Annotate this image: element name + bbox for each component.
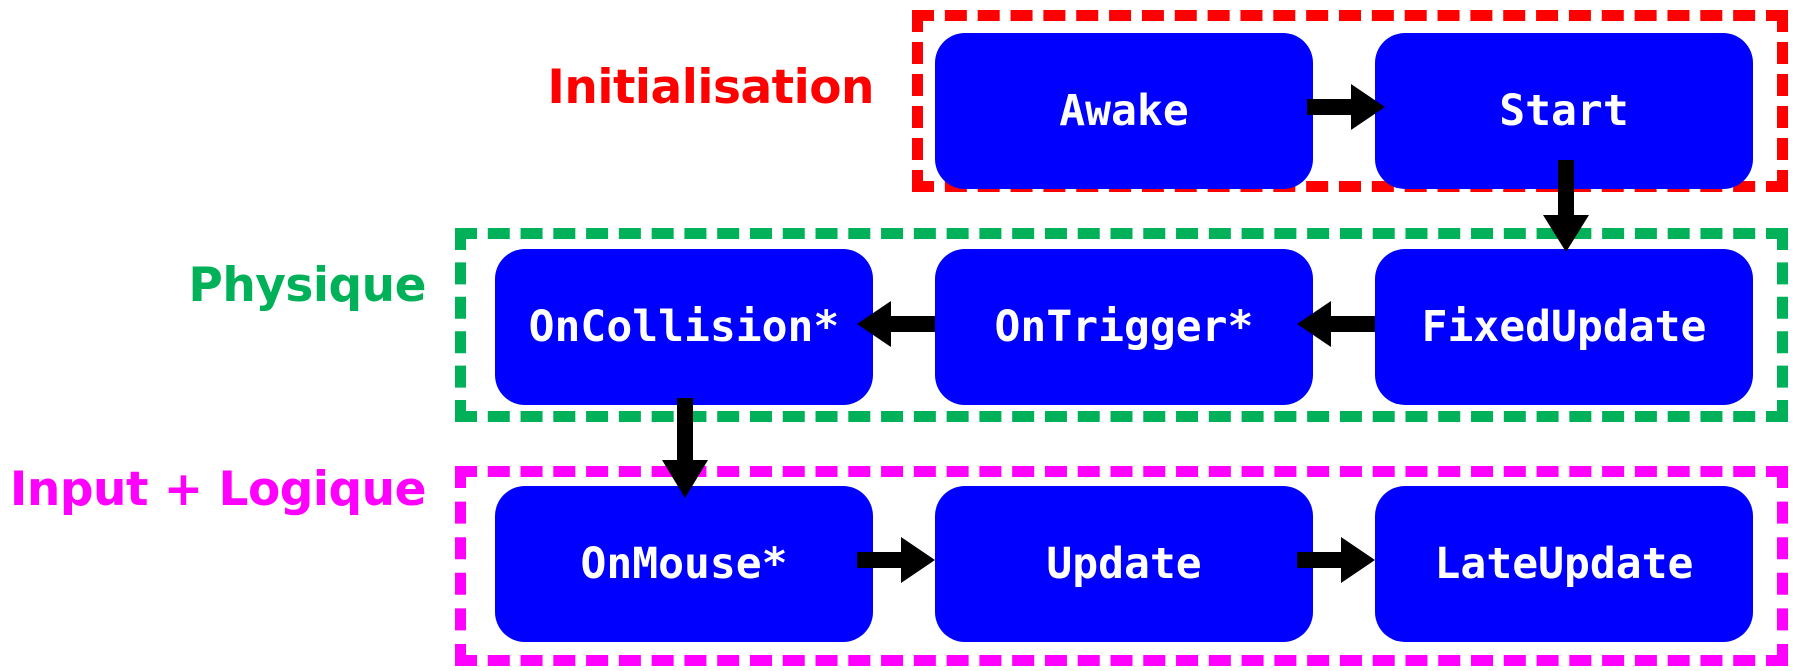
node-lateupdate[interactable]: LateUpdate [1375, 486, 1753, 642]
group-box-initialisation [912, 10, 1788, 192]
group-label-input-logique: Input + Logique [9, 462, 427, 517]
group-label-physique: Physique [188, 258, 426, 313]
node-update[interactable]: Update [935, 486, 1313, 642]
arrow-oncollision-to-onmouse [662, 398, 708, 498]
arrow-update-to-lateupdate [1297, 537, 1375, 583]
node-fixedupdate[interactable]: FixedUpdate [1375, 249, 1753, 405]
arrow-start-to-fixedupdate [1543, 160, 1589, 252]
group-label-initialisation: Initialisation [547, 60, 874, 115]
group-box-input-logique [455, 466, 1788, 666]
node-awake[interactable]: Awake [935, 33, 1313, 189]
arrow-ontrigger-to-oncollision [857, 301, 935, 347]
arrow-awake-to-start [1307, 84, 1385, 130]
node-ontrigger[interactable]: OnTrigger* [935, 249, 1313, 405]
group-box-physique [455, 228, 1788, 422]
node-onmouse[interactable]: OnMouse* [495, 486, 873, 642]
arrow-onmouse-to-update [857, 537, 935, 583]
arrow-fixedupdate-to-ontrigger [1297, 301, 1375, 347]
node-oncollision[interactable]: OnCollision* [495, 249, 873, 405]
